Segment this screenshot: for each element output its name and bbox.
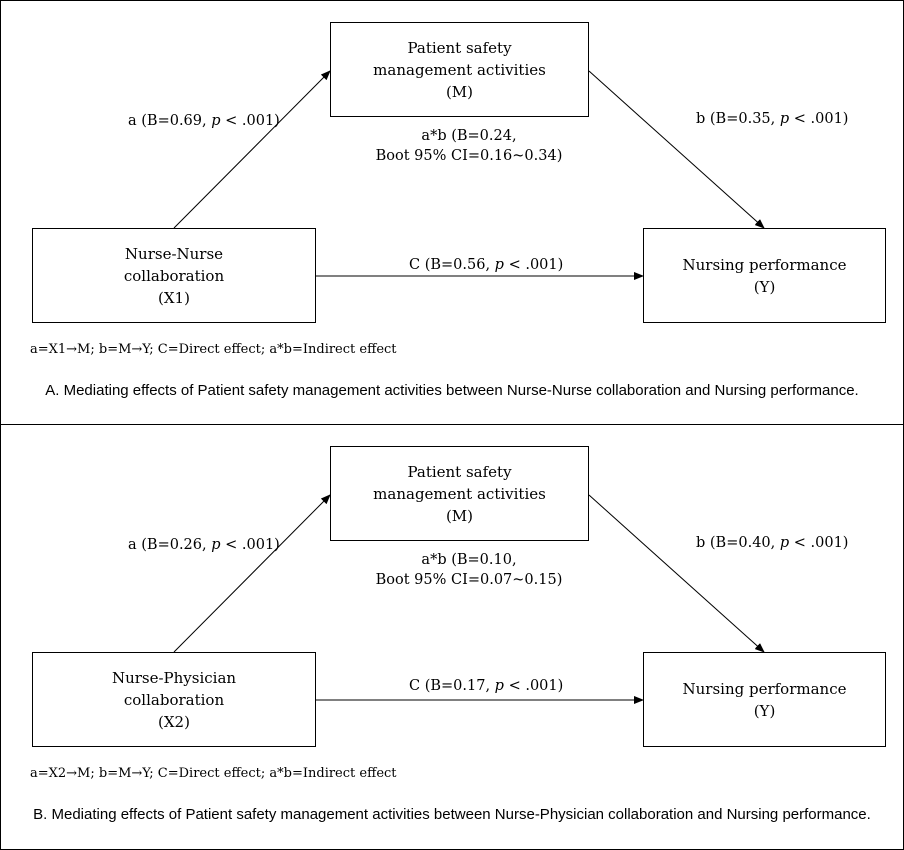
mediator-line-3: (M) — [445, 506, 474, 525]
mediator-line-1: Patient safety — [407, 462, 512, 481]
panel-caption: B. Mediating effects of Patient safety m… — [33, 806, 871, 823]
predictor-box: Nurse-Physician collaboration (X2) — [32, 652, 316, 747]
panel-b: Patient safety management activities (M)… — [0, 424, 904, 848]
path-b-label: b (B=0.40, p < .001) — [696, 535, 849, 551]
legend-text: a=X1→M; b=M→Y; C=Direct effect; a*b=Indi… — [30, 342, 397, 357]
panel-divider — [0, 424, 904, 425]
path-b-arrow — [588, 494, 765, 653]
legend-text: a=X2→M; b=M→Y; C=Direct effect; a*b=Indi… — [30, 766, 397, 781]
mediator-line-1: Patient safety — [407, 38, 512, 57]
indirect-effect-label: a*b (B=0.10, Boot 95% CI=0.07~0.15) — [375, 552, 563, 588]
outcome-line-2: (Y) — [753, 701, 776, 720]
mediator-box: Patient safety management activities (M) — [330, 22, 589, 117]
predictor-line-2: collaboration — [123, 266, 225, 285]
indirect-effect-label: a*b (B=0.24, Boot 95% CI=0.16~0.34) — [375, 128, 563, 164]
panel-a-arrows — [173, 70, 765, 280]
mediator-line-2: management activities — [373, 484, 546, 503]
path-a-arrow — [173, 70, 331, 229]
predictor-line-1: Nurse-Physician — [111, 668, 237, 687]
outcome-box: Nursing performance (Y) — [643, 652, 886, 747]
predictor-box: Nurse-Nurse collaboration (X1) — [32, 228, 316, 323]
path-a-label: a (B=0.69, p < .001) — [128, 113, 280, 129]
mediator-line-3: (M) — [445, 82, 474, 101]
panel-b-arrows — [173, 494, 765, 704]
predictor-line-1: Nurse-Nurse — [124, 244, 224, 263]
outcome-box: Nursing performance (Y) — [643, 228, 886, 323]
predictor-line-2: collaboration — [123, 690, 225, 709]
panel-a: Patient safety management activities (M)… — [0, 0, 904, 424]
path-b-label: b (B=0.35, p < .001) — [696, 111, 849, 127]
path-a-label: a (B=0.26, p < .001) — [128, 537, 280, 553]
outcome-line-1: Nursing performance — [682, 255, 847, 274]
mediator-line-2: management activities — [373, 60, 546, 79]
outcome-line-2: (Y) — [753, 277, 776, 296]
predictor-line-3: (X2) — [158, 712, 190, 731]
mediator-box: Patient safety management activities (M) — [330, 446, 589, 541]
panel-caption: A. Mediating effects of Patient safety m… — [45, 382, 859, 399]
path-a-arrow — [173, 494, 331, 653]
outcome-line-1: Nursing performance — [682, 679, 847, 698]
path-c-label: C (B=0.17, p < .001) — [409, 678, 564, 694]
predictor-line-3: (X1) — [158, 288, 190, 307]
path-c-label: C (B=0.56, p < .001) — [409, 257, 564, 273]
path-b-arrow — [588, 70, 765, 229]
